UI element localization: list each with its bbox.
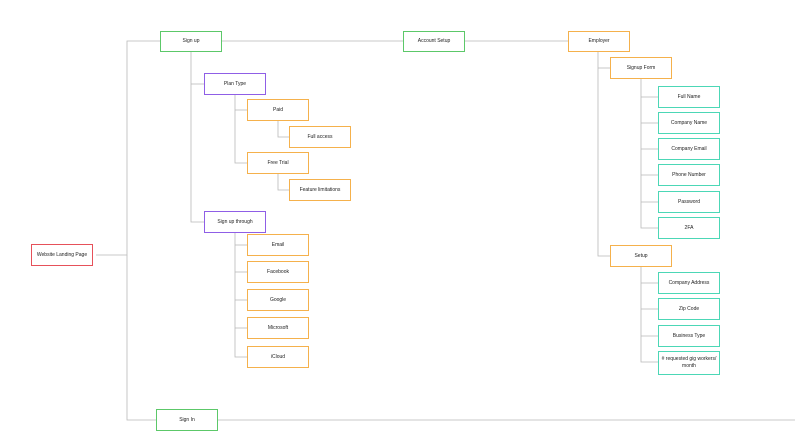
node-full-name[interactable]: Full Name	[658, 86, 720, 108]
node-sign-in[interactable]: Sign In	[156, 409, 218, 431]
node-label: Setup	[634, 252, 648, 259]
node-label: Company Name	[670, 119, 708, 126]
node-label: Company Address	[668, 279, 710, 286]
node-label: Password	[678, 198, 700, 205]
node-label: Paid	[272, 106, 283, 113]
node-label: Plan Type	[223, 80, 247, 87]
node-plan-type[interactable]: Plan Type	[204, 73, 266, 95]
node-label: iCloud	[270, 353, 286, 360]
node-full-access[interactable]: Full access	[289, 126, 351, 148]
node-email[interactable]: Email	[247, 234, 309, 256]
node-requested-gig-workers[interactable]: # requested gig workers/ month	[658, 351, 720, 375]
node-label: Google	[269, 296, 287, 303]
node-label: Full access	[307, 133, 333, 140]
node-password[interactable]: Password	[658, 191, 720, 213]
node-label: 2FA	[684, 224, 694, 231]
node-label: Company Email	[671, 145, 707, 152]
node-label: Sign up through	[217, 218, 253, 225]
node-label: Business Type	[672, 332, 706, 339]
node-company-address[interactable]: Company Address	[658, 272, 720, 294]
node-google[interactable]: Google	[247, 289, 309, 311]
node-label: Account Setup	[417, 38, 451, 45]
node-zip-code[interactable]: Zip Code	[658, 298, 720, 320]
node-employer[interactable]: Employer	[568, 31, 630, 52]
node-label: Signup Form	[626, 64, 656, 71]
node-company-name[interactable]: Company Name	[658, 112, 720, 134]
node-microsoft[interactable]: Microsoft	[247, 317, 309, 339]
node-label: Free Trial	[267, 159, 289, 166]
node-setup[interactable]: Setup	[610, 245, 672, 267]
node-company-email[interactable]: Company Email	[658, 138, 720, 160]
node-label: # requested gig workers/ month	[661, 356, 717, 369]
node-free-trial[interactable]: Free Trial	[247, 152, 309, 174]
node-label: Feature limitations	[299, 186, 341, 193]
node-label: Facebook	[267, 268, 289, 275]
node-label: Sign In	[179, 416, 195, 423]
node-facebook[interactable]: Facebook	[247, 261, 309, 283]
node-label: Website Landing Page	[36, 251, 88, 258]
node-sign-up-through[interactable]: Sign up through	[204, 211, 266, 233]
node-account-setup[interactable]: Account Setup	[403, 31, 465, 52]
node-label: Zip Code	[678, 305, 700, 312]
node-label: Phone Number	[672, 171, 706, 178]
node-label: Sign up	[182, 38, 200, 45]
node-phone-number[interactable]: Phone Number	[658, 164, 720, 186]
node-label: Email	[271, 241, 285, 248]
node-business-type[interactable]: Business Type	[658, 325, 720, 347]
node-icloud[interactable]: iCloud	[247, 346, 309, 368]
node-sign-up[interactable]: Sign up	[160, 31, 222, 52]
node-paid[interactable]: Paid	[247, 99, 309, 121]
node-label: Full Name	[677, 93, 701, 100]
node-label: Employer	[588, 38, 610, 45]
node-signup-form[interactable]: Signup Form	[610, 57, 672, 79]
node-website-landing-page[interactable]: Website Landing Page	[31, 244, 93, 266]
node-feature-limitations[interactable]: Feature limitations	[289, 179, 351, 201]
node-2fa[interactable]: 2FA	[658, 217, 720, 239]
node-label: Microsoft	[267, 324, 289, 331]
